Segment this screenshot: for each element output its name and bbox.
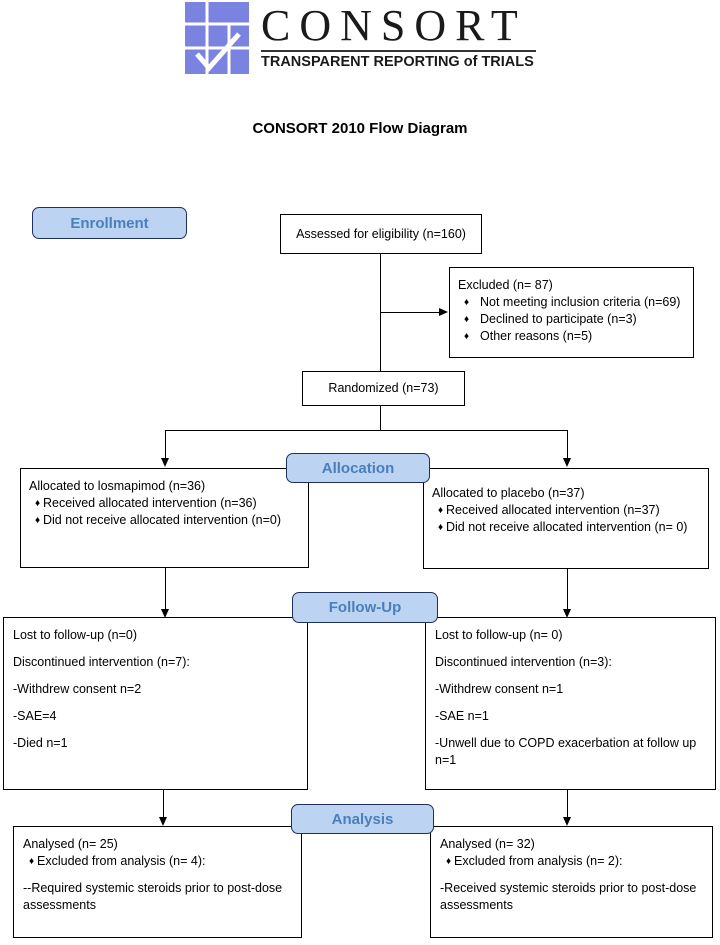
followup-right-discontinued: Discontinued intervention (n=3): (435, 655, 612, 669)
allocated-left-title: Allocated to losmapimod (n=36) (29, 479, 206, 493)
arrow-down-icon (563, 609, 571, 618)
connector (380, 406, 381, 430)
consort-logo: CONSORT TRANSPARENT REPORTING of TRIALS (185, 1, 545, 74)
excluded-item: Other reasons (n=5) (458, 328, 685, 345)
analysis-left-note: --Required systemic steroids prior to po… (23, 881, 283, 912)
logo-wordmark: CONSORT (261, 1, 527, 50)
analysis-placebo-box: Analysed (n= 32) Excluded from analysis … (430, 826, 713, 938)
arrow-down-icon (161, 458, 169, 467)
allocated-losmapimod-box: Allocated to losmapimod (n=36) Received … (20, 468, 309, 568)
randomized-text: Randomized (n=73) (328, 381, 439, 395)
followup-left-line: -Withdrew consent n=2 (13, 682, 142, 696)
excluded-box: Excluded (n= 87) Not meeting inclusion c… (449, 267, 694, 358)
randomized-box: Randomized (n=73) (302, 371, 465, 406)
analysis-right-note: -Received systemic steroids prior to pos… (440, 881, 697, 912)
analysis-right-title: Analysed (n= 32) (440, 837, 535, 851)
consort-emblem-icon (185, 2, 249, 74)
followup-right-lost: Lost to follow-up (n= 0) (435, 628, 563, 642)
analysis-right-excluded: Excluded from analysis (n= 2): (440, 853, 703, 870)
analysis-losmapimod-box: Analysed (n= 25) Excluded from analysis … (13, 826, 302, 938)
excluded-item: Declined to participate (n=3) (458, 311, 685, 328)
analysis-left-excluded: Excluded from analysis (n= 4): (23, 853, 292, 870)
assessed-box: Assessed for eligibility (n=160) (280, 214, 482, 254)
followup-left-line: -Died n=1 (13, 736, 68, 750)
allocated-right-title: Allocated to placebo (n=37) (432, 486, 585, 500)
logo-divider (261, 50, 536, 52)
connector (165, 430, 166, 459)
excluded-title: Excluded (n= 87) (458, 278, 553, 292)
stage-allocation: Allocation (286, 453, 430, 483)
stage-analysis: Analysis (291, 804, 434, 834)
followup-right-line: -Withdrew consent n=1 (435, 682, 564, 696)
arrow-down-icon (563, 458, 571, 467)
followup-right-line: -SAE n=1 (435, 709, 489, 723)
followup-left-discontinued: Discontinued intervention (n=7): (13, 655, 190, 669)
connector (567, 569, 568, 612)
connector (567, 790, 568, 819)
arrow-down-icon (161, 609, 169, 618)
followup-left-line: -SAE=4 (13, 709, 57, 723)
connector (165, 568, 166, 612)
arrow-down-icon (159, 817, 167, 826)
connector (380, 312, 440, 313)
allocated-right-item: Did not receive allocated intervention (… (432, 519, 700, 536)
arrow-down-icon (563, 817, 571, 826)
arrow-right-icon (439, 308, 448, 316)
stage-enrollment: Enrollment (32, 207, 187, 239)
followup-left-lost: Lost to follow-up (n=0) (13, 628, 138, 642)
connector (567, 430, 568, 459)
page-title: CONSORT 2010 Flow Diagram (252, 120, 468, 137)
connector (163, 790, 164, 819)
allocated-left-item: Received allocated intervention (n=36) (29, 495, 300, 512)
analysis-left-title: Analysed (n= 25) (23, 837, 118, 851)
followup-placebo-box: Lost to follow-up (n= 0) Discontinued in… (425, 617, 716, 790)
logo-tagline: TRANSPARENT REPORTING of TRIALS (261, 54, 534, 70)
followup-right-line: -Unwell due to COPD exacerbation at foll… (435, 736, 697, 767)
allocated-right-item: Received allocated intervention (n=37) (432, 502, 700, 519)
allocated-left-item: Did not receive allocated intervention (… (29, 512, 300, 529)
excluded-item: Not meeting inclusion criteria (n=69) (458, 294, 685, 311)
connector (165, 430, 568, 431)
followup-losmapimod-box: Lost to follow-up (n=0) Discontinued int… (3, 617, 308, 790)
allocated-placebo-box: Allocated to placebo (n=37) Received all… (423, 468, 709, 569)
stage-followup: Follow-Up (292, 592, 438, 623)
assessed-text: Assessed for eligibility (n=160) (296, 226, 466, 241)
